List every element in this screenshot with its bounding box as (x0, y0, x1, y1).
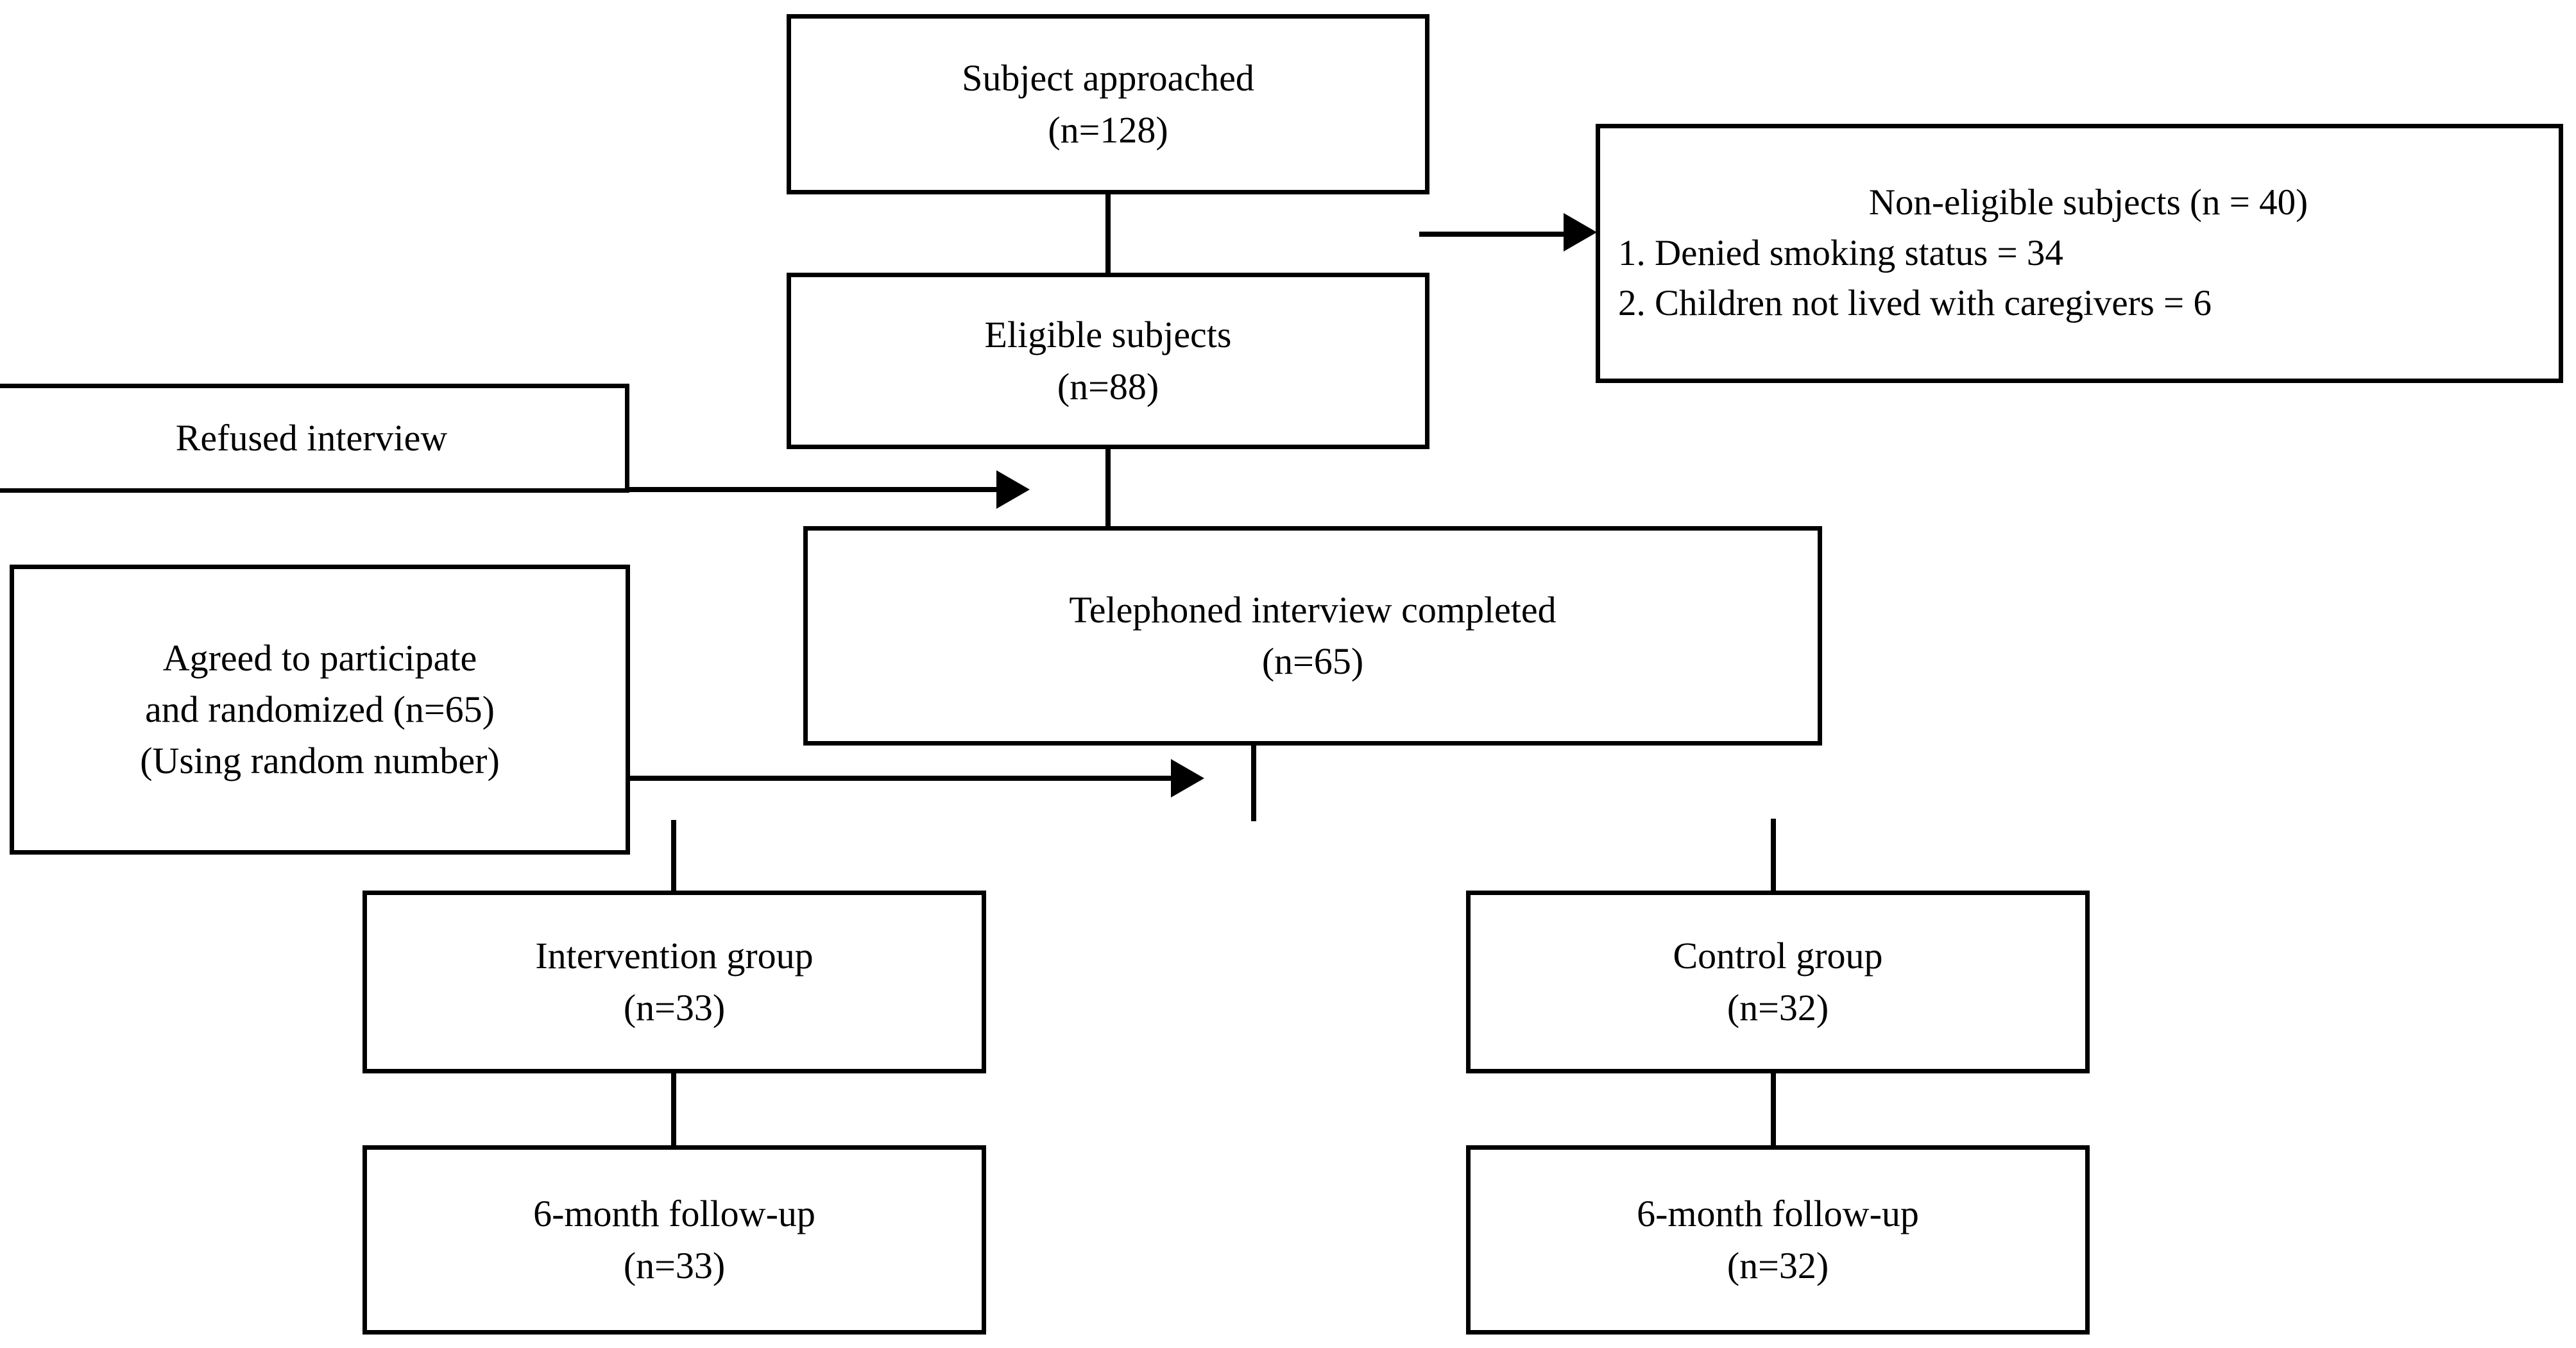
node-intervention-group-line1: Intervention group (535, 935, 814, 977)
node-eligible-subjects: Eligible subjects (n=88) (787, 273, 1429, 449)
node-non-eligible-line1: Non-eligible subjects (n = 40) (1868, 182, 2308, 223)
edge-eligible-to-telephoned (1105, 447, 1111, 528)
node-agreed-randomized: Agreed to participate and randomized (n=… (10, 565, 630, 855)
node-followup-intervention: 6-month follow-up (n=33) (363, 1145, 986, 1335)
node-followup-control-line2: (n=32) (1727, 1244, 1829, 1286)
node-agreed-randomized-line1: Agreed to participate (162, 636, 477, 679)
node-intervention-group-line2: (n=33) (623, 986, 726, 1028)
edge-intervention-to-followup (671, 1071, 676, 1148)
node-followup-intervention-line2: (n=33) (623, 1244, 726, 1286)
node-subject-approached-line1: Subject approached (962, 57, 1254, 99)
node-followup-control: 6-month follow-up (n=32) (1466, 1145, 2090, 1335)
node-control-group-line1: Control group (1673, 935, 1883, 977)
node-intervention-group: Intervention group (n=33) (363, 891, 986, 1073)
node-refused-interview-line1: Refused interview (175, 416, 448, 459)
node-eligible-subjects-line1: Eligible subjects (984, 314, 1232, 356)
node-control-group-line2: (n=32) (1727, 986, 1829, 1028)
edge-refused-to-trunk-arrowhead (996, 470, 1030, 509)
edge-subject-to-noneligible-line (1419, 232, 1565, 237)
edge-subject-to-noneligible-arrowhead (1564, 213, 1597, 252)
edge-telephoned-stub (1251, 743, 1256, 821)
edge-agreed-to-trunk-line (627, 776, 1173, 781)
edge-trunk-to-control (1771, 819, 1776, 893)
node-telephoned-interview-line2: (n=65) (1261, 640, 1364, 682)
edge-trunk-to-intervention (671, 820, 676, 893)
node-non-eligible-line2: 1. Denied smoking status = 34 (1618, 232, 2063, 273)
node-agreed-randomized-line3: (Using random number) (140, 740, 500, 782)
node-subject-approached-line2: (n=128) (1048, 108, 1168, 151)
node-eligible-subjects-line2: (n=88) (1057, 365, 1159, 407)
node-telephoned-interview: Telephoned interview completed (n=65) (803, 526, 1822, 746)
edge-agreed-to-trunk-arrowhead (1171, 759, 1204, 798)
node-followup-control-line1: 6-month follow-up (1637, 1193, 1919, 1235)
node-agreed-randomized-line2: and randomized (n=65) (145, 688, 495, 730)
node-non-eligible-line3: 2. Children not lived with caregivers = … (1618, 283, 2212, 324)
edge-control-to-followup (1771, 1071, 1776, 1148)
node-followup-intervention-line1: 6-month follow-up (533, 1193, 815, 1235)
edge-subject-to-eligible (1105, 192, 1111, 275)
node-subject-approached: Subject approached (n=128) (787, 14, 1429, 194)
edge-refused-to-trunk-line (627, 487, 998, 492)
node-refused-interview: Refused interview (0, 384, 629, 493)
node-telephoned-interview-line1: Telephoned interview completed (1069, 588, 1557, 631)
node-control-group: Control group (n=32) (1466, 891, 2090, 1073)
node-non-eligible: Non-eligible subjects (n = 40) 1. Denied… (1596, 124, 2563, 383)
